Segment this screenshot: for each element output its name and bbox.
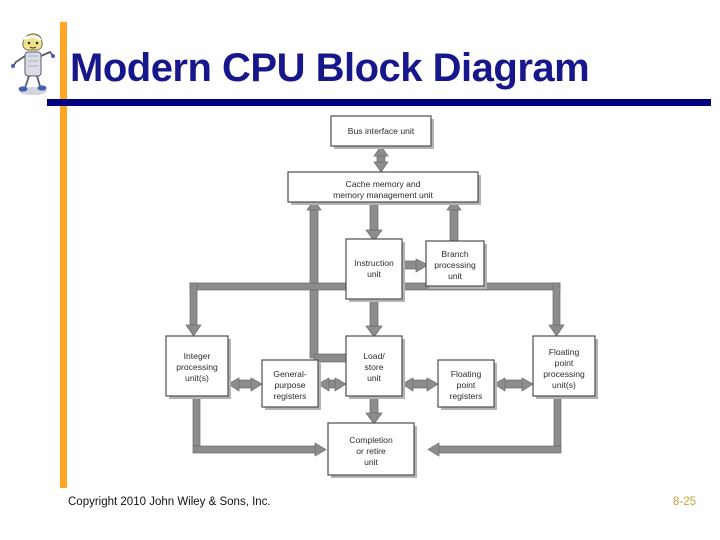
connector-branch-cache bbox=[446, 199, 462, 244]
node-label-gpr-2: purpose bbox=[274, 380, 305, 390]
page-title: Modern CPU Block Diagram bbox=[70, 46, 590, 90]
node-label-integer-1: Integer bbox=[184, 351, 211, 361]
connector-instruction-branch bbox=[401, 258, 429, 273]
node-label-branch-3: unit bbox=[448, 271, 462, 281]
connector-cache-instruction bbox=[365, 201, 383, 242]
node-instruction-unit[interactable]: Instruction unit bbox=[345, 238, 405, 302]
node-branch-processing-unit[interactable]: Branch processing unit bbox=[425, 240, 487, 289]
diagram-nodes: Bus interface unit Cache memory and memo… bbox=[165, 115, 598, 478]
node-label-iunit-1: Instruction bbox=[354, 258, 394, 268]
footer-copyright: Copyright 2010 John Wiley & Sons, Inc. bbox=[68, 496, 271, 508]
connector-loadstore-fpr bbox=[401, 377, 439, 392]
node-label-gpr-3: registers bbox=[274, 391, 307, 401]
node-label-fpr-1: Floating bbox=[451, 369, 482, 379]
node-label-branch-2: processing bbox=[434, 260, 476, 270]
accent-bar bbox=[60, 22, 67, 488]
connector-fpr-fpu bbox=[493, 377, 534, 392]
node-label-complete-1: Completion bbox=[349, 435, 393, 445]
node-general-purpose-registers[interactable]: General- purpose registers bbox=[261, 359, 321, 410]
node-label-fpu-3: processing bbox=[543, 369, 585, 379]
node-completion-retire-unit[interactable]: Completion or retire unit bbox=[327, 422, 417, 478]
connector-instruction-loadstore bbox=[365, 298, 383, 338]
node-load-store-unit[interactable]: Load/ store unit bbox=[345, 335, 405, 399]
node-label-gpr-1: General- bbox=[273, 369, 307, 379]
title-divider bbox=[47, 99, 711, 106]
node-label-fpr-3: registers bbox=[450, 391, 483, 401]
node-label-bus: Bus interface unit bbox=[348, 126, 415, 136]
node-label-complete-2: or retire bbox=[356, 446, 386, 456]
node-label-fpu-2: point bbox=[555, 358, 574, 368]
node-label-fpu-1: Floating bbox=[549, 347, 580, 357]
node-label-complete-3: unit bbox=[364, 457, 378, 467]
node-label-iunit-2: unit bbox=[367, 269, 381, 279]
node-label-cache-2: memory management unit bbox=[333, 190, 433, 200]
node-floating-point-processing-unit[interactable]: Floating point processing unit(s) bbox=[532, 335, 598, 399]
node-label-integer-3: unit(s) bbox=[185, 373, 209, 383]
connector-loadstore-completion bbox=[365, 395, 383, 425]
node-label-fpr-2: point bbox=[457, 380, 476, 390]
node-label-fpu-4: unit(s) bbox=[552, 380, 576, 390]
node-label-cache-1: Cache memory and bbox=[346, 179, 421, 189]
robot-mascot-icon bbox=[10, 30, 56, 96]
connector-integer-completion bbox=[192, 395, 327, 457]
cpu-block-diagram: Bus interface unit Cache memory and memo… bbox=[150, 108, 630, 488]
node-label-lsu-1: Load/ bbox=[363, 351, 385, 361]
connector-bus-cache bbox=[373, 145, 389, 173]
node-label-integer-2: processing bbox=[176, 362, 218, 372]
node-label-lsu-2: store bbox=[364, 362, 383, 372]
node-label-lsu-3: unit bbox=[367, 373, 381, 383]
node-integer-processing-unit[interactable]: Integer processing unit(s) bbox=[165, 335, 231, 399]
footer-page-number: 8-25 bbox=[672, 496, 696, 508]
connector-gpr-loadstore bbox=[317, 377, 347, 392]
node-label-branch-1: Branch bbox=[441, 249, 468, 259]
node-bus-interface-unit[interactable]: Bus interface unit bbox=[330, 115, 434, 149]
node-floating-point-registers[interactable]: Floating point registers bbox=[437, 359, 497, 410]
node-cache-memory-unit[interactable]: Cache memory and memory management unit bbox=[287, 171, 481, 205]
connector-integer-gpr bbox=[227, 377, 263, 392]
